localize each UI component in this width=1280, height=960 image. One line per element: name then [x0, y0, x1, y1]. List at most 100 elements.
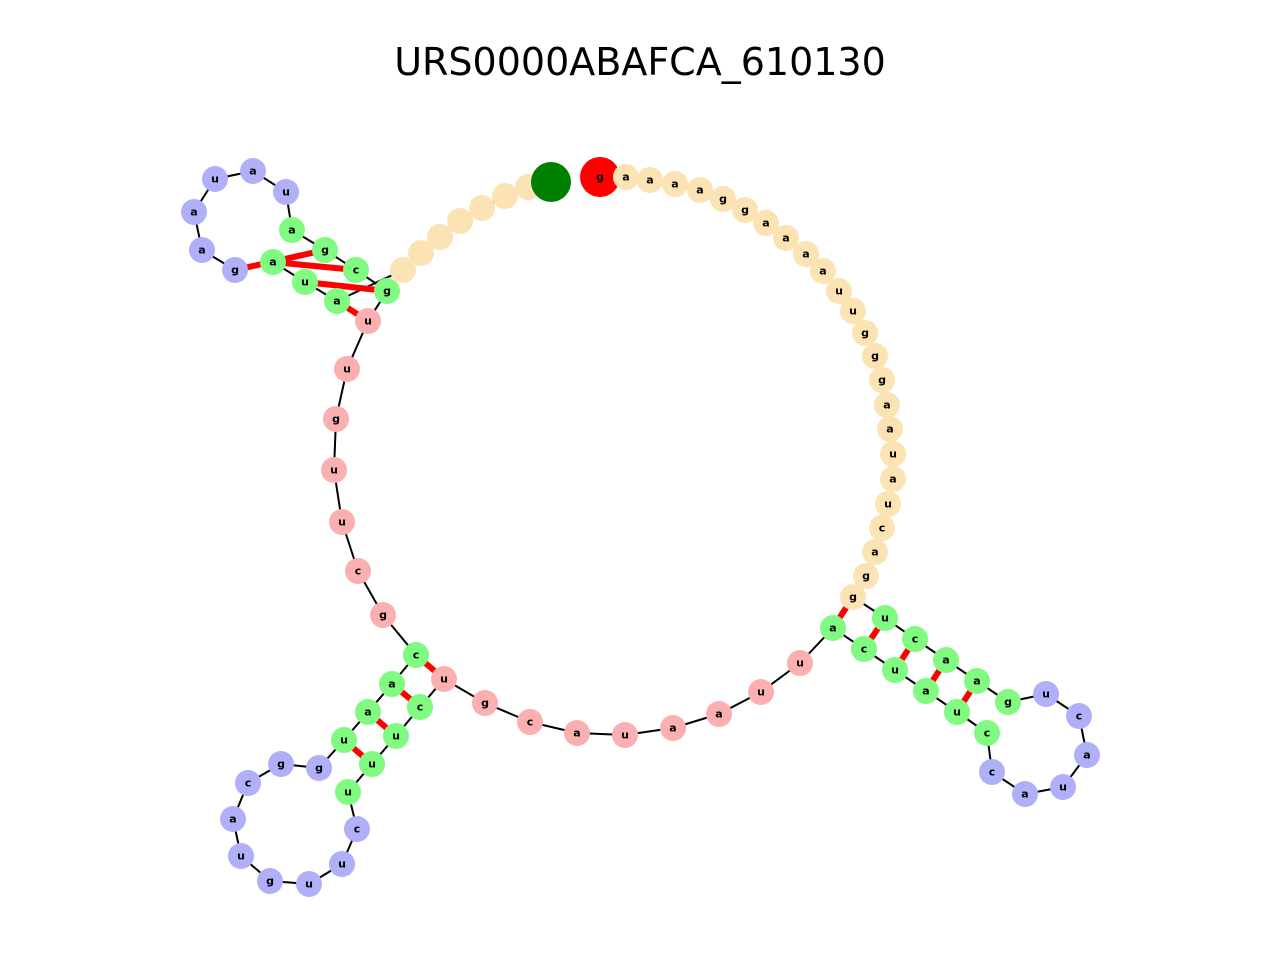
nucleotide-circle	[880, 466, 906, 492]
nucleotide: g	[732, 197, 758, 223]
nucleotide: a	[753, 210, 779, 236]
nucleotide: c	[407, 694, 433, 720]
nucleotide: g	[853, 563, 879, 589]
nucleotide-circle	[222, 257, 248, 283]
nucleotide-letter: c	[417, 701, 424, 714]
nucleotide-letter: a	[573, 727, 580, 740]
nucleotide-circle	[944, 699, 970, 725]
nucleotide: a	[773, 225, 799, 251]
nucleotide-letter: a	[871, 546, 878, 559]
nucleotide: c	[974, 720, 1000, 746]
nucleotide: a	[706, 701, 732, 727]
nucleotide-circle	[427, 224, 453, 250]
nucleotide: u	[329, 851, 355, 877]
nucleotide: u	[355, 308, 381, 334]
nucleotide: u	[787, 650, 813, 676]
nucleotide: u	[840, 298, 866, 324]
nucleotide: a	[862, 539, 888, 565]
nucleotide-circle	[662, 171, 688, 197]
nucleotide-circle	[312, 237, 338, 263]
nucleotide-circle	[787, 650, 813, 676]
nucleotide-letter: g	[1004, 696, 1012, 709]
nucleotide-circle	[869, 367, 895, 393]
nucleotide-circle	[995, 689, 1021, 715]
nucleotide: u	[1033, 681, 1059, 707]
nucleotide-letter: a	[819, 265, 826, 278]
nucleotide: u	[748, 679, 774, 705]
nucleotide-circle	[344, 816, 370, 842]
nucleotide: u	[292, 269, 318, 295]
nucleotide-letter: u	[330, 464, 338, 477]
nucleotide-circle	[660, 715, 686, 741]
nucleotide-letter: g	[332, 413, 340, 426]
nucleotide-circle	[1033, 681, 1059, 707]
nucleotide-letter: a	[288, 224, 295, 237]
nucleotide-circle	[235, 770, 261, 796]
nucleotide-circle	[1074, 742, 1100, 768]
nucleotide: u	[383, 723, 409, 749]
nucleotide-circle	[431, 666, 457, 692]
nucleotide: g	[374, 278, 400, 304]
nucleotide-letter: g	[231, 264, 239, 277]
nucleotide: a	[810, 258, 836, 284]
nucleotide-letter: g	[878, 374, 886, 387]
nucleotide-circle	[469, 195, 495, 221]
nucleotide-circle	[637, 167, 663, 193]
nucleotide-circle	[331, 727, 357, 753]
nucleotide-letter: u	[392, 730, 400, 743]
nucleotide-letter: u	[338, 858, 346, 871]
nucleotide-circle	[974, 720, 1000, 746]
nucleotide-letter: a	[889, 473, 896, 486]
nucleotide: a	[220, 806, 246, 832]
nucleotide-circle	[268, 751, 294, 777]
nucleotide-circle	[820, 615, 846, 641]
nucleotide: u	[329, 509, 355, 535]
nucleotide-letter: a	[1021, 788, 1028, 801]
nucleotide-circle	[403, 642, 429, 668]
nucleotide-circle	[913, 678, 939, 704]
nucleotide	[492, 183, 518, 209]
nucleotide-letter: u	[796, 657, 804, 670]
nucleotide-circle	[1066, 703, 1092, 729]
nucleotide-letter: a	[942, 654, 949, 667]
nucleotide: g	[257, 868, 283, 894]
nucleotide-circle	[379, 671, 405, 697]
nucleotide-letter: g	[321, 244, 329, 257]
nucleotide-circle	[323, 406, 349, 432]
nucleotide-letter: u	[849, 305, 857, 318]
nucleotide-letter: g	[315, 762, 323, 775]
nucleotide-letter: u	[757, 686, 765, 699]
nucleotide: g	[312, 237, 338, 263]
nucleotide: c	[979, 759, 1005, 785]
five-prime-end	[531, 162, 571, 202]
nucleotide-letter: u	[1042, 688, 1050, 701]
nucleotide-circle	[875, 491, 901, 517]
nucleotide: a	[964, 668, 990, 694]
nucleotide-circle	[874, 392, 900, 418]
base-pair-bond	[304, 279, 388, 294]
nucleotide-letter: u	[891, 664, 899, 677]
nucleotide: c	[235, 770, 261, 796]
nucleotide-letter: a	[715, 708, 722, 721]
nucleotide-circle	[710, 186, 736, 212]
nucleotide-circle	[260, 249, 286, 275]
nucleotide-circle	[773, 225, 799, 251]
nucleotide-circle	[732, 197, 758, 223]
nucleotide-letter: g	[861, 327, 869, 340]
nucleotide: a	[1074, 742, 1100, 768]
nucleotide-circle	[321, 457, 347, 483]
nucleotide: g	[862, 343, 888, 369]
nucleotide-letter: u	[889, 448, 897, 461]
nucleotide-letter: a	[646, 174, 653, 187]
nucleotide	[447, 208, 473, 234]
nucleotide-letter: u	[340, 734, 348, 747]
nucleotide-letter: a	[622, 171, 629, 184]
nucleotide-circle	[851, 636, 877, 662]
nucleotide: u	[334, 356, 360, 382]
nucleotide-letter: c	[1076, 710, 1083, 723]
nucleotide-circle	[472, 690, 498, 716]
nucleotide: u	[331, 727, 357, 753]
nucleotide: c	[902, 626, 928, 652]
nucleotide-circle	[359, 751, 385, 777]
